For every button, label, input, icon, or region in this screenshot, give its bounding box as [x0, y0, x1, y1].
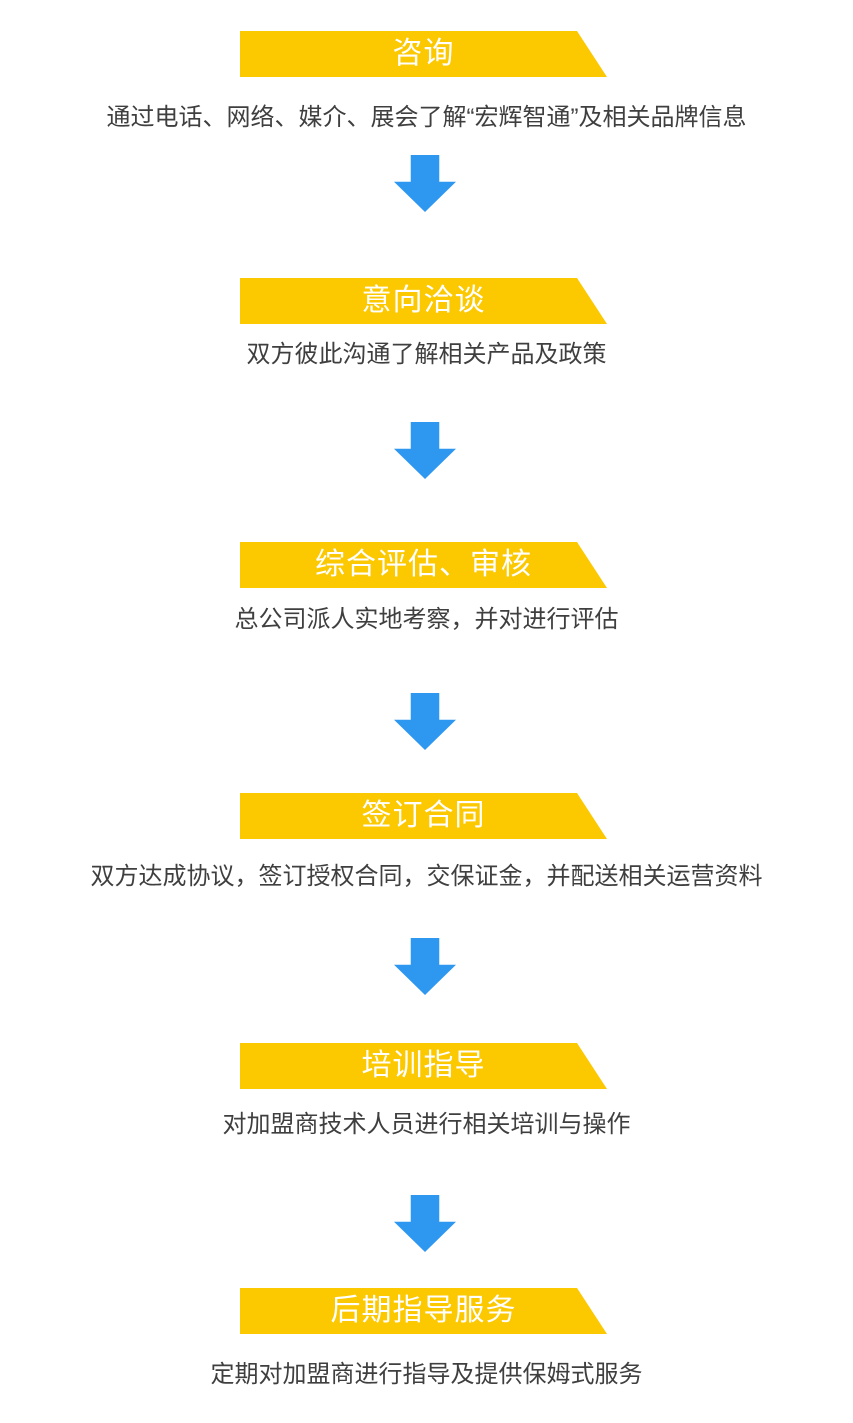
step-description: 对加盟商技术人员进行相关培训与操作 [222, 1111, 631, 1138]
step-banner-evaluation-review: 综合评估、审核 [240, 542, 607, 588]
step-title: 后期指导服务 [330, 1294, 517, 1327]
step-banner-sign-contract: 签订合同 [240, 793, 607, 839]
step-description: 通过电话、网络、媒介、展会了解“宏辉智通”及相关品牌信息 [106, 104, 747, 131]
step-description: 定期对加盟商进行指导及提供保姆式服务 [210, 1361, 643, 1388]
step-title: 培训指导 [361, 1049, 486, 1082]
step-title: 意向洽谈 [361, 284, 486, 317]
step-description: 总公司派人实地考察，并对进行评估 [234, 606, 619, 633]
step-banner-consultation: 咨询 [240, 31, 607, 77]
step-banner-training-guidance: 培训指导 [240, 1043, 607, 1089]
step-banner-intention-talk: 意向洽谈 [240, 278, 607, 324]
down-arrow-icon [394, 155, 456, 212]
step-description: 双方达成协议，签订授权合同，交保证金，并配送相关运营资料 [90, 863, 763, 890]
step-title: 综合评估、审核 [315, 548, 532, 581]
step-description: 双方彼此沟通了解相关产品及政策 [246, 341, 607, 368]
down-arrow-icon [394, 693, 456, 750]
step-title: 签订合同 [361, 799, 486, 832]
down-arrow-icon [394, 938, 456, 995]
down-arrow-icon [394, 1195, 456, 1252]
down-arrow-icon [394, 422, 456, 479]
step-banner-followup-service: 后期指导服务 [240, 1288, 607, 1334]
step-title: 咨询 [392, 37, 455, 70]
